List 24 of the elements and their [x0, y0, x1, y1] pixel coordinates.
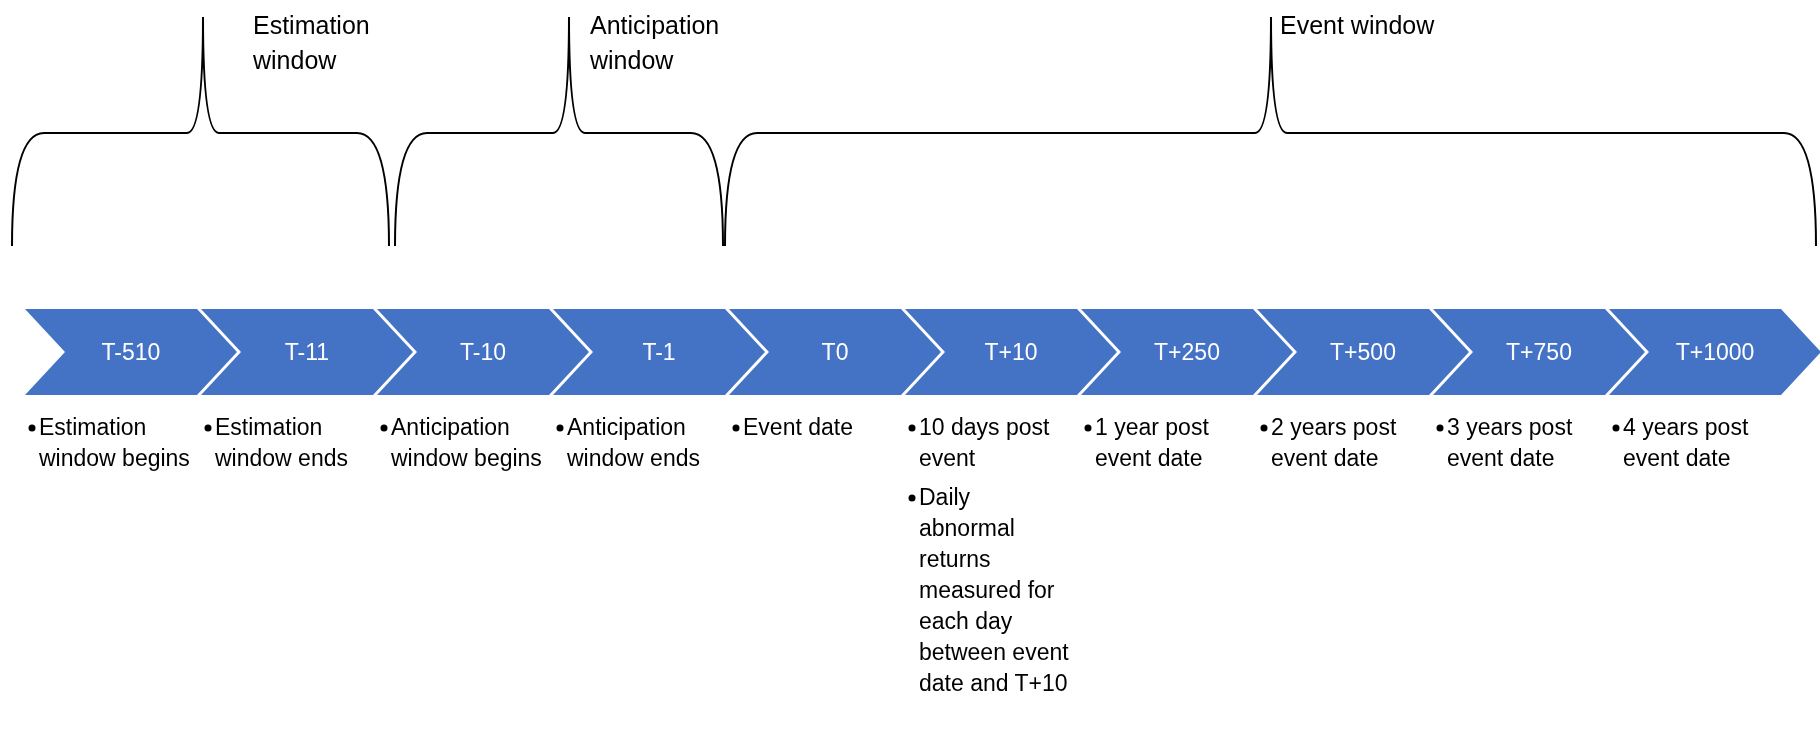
window-label: Estimation window	[253, 10, 371, 76]
timeline-label: T-11	[284, 338, 330, 366]
timeline-label: T-10	[460, 338, 506, 366]
bullet-point-text: 2 years post event date	[1271, 413, 1398, 473]
bullet-point-text: 10 days post event	[919, 413, 1051, 473]
timeline-label: T-510	[101, 338, 161, 366]
timeline-label: T-1	[642, 338, 676, 366]
window-label: Anticipation window	[590, 10, 721, 76]
bullet-point-text: 1 year post event date	[1095, 413, 1210, 473]
timeline-label: T0	[821, 338, 849, 366]
bullet-point-text: 3 years post event date	[1447, 413, 1574, 473]
timeline-label: T+10	[984, 338, 1038, 366]
bullet-point-text: Anticipation window begins	[391, 413, 543, 473]
timeline-label: T+1000	[1675, 338, 1755, 366]
bullet-point-text: Event date	[743, 413, 854, 442]
window-label: Event window	[1280, 10, 1436, 41]
bullet-point-text: 4 years post event date	[1623, 413, 1750, 473]
timeline-label: T+750	[1506, 338, 1572, 366]
timeline-label: T+500	[1330, 338, 1396, 366]
bullet-point-text: Anticipation window ends	[567, 413, 701, 473]
bullet-point-text: Estimation window begins	[39, 413, 191, 473]
bullet-point-text: Daily abnormal returns measured for each day between event date and T+10	[919, 483, 1070, 698]
timeline-label: T+250	[1154, 338, 1220, 366]
bullet-point-text: Estimation window ends	[215, 413, 349, 473]
